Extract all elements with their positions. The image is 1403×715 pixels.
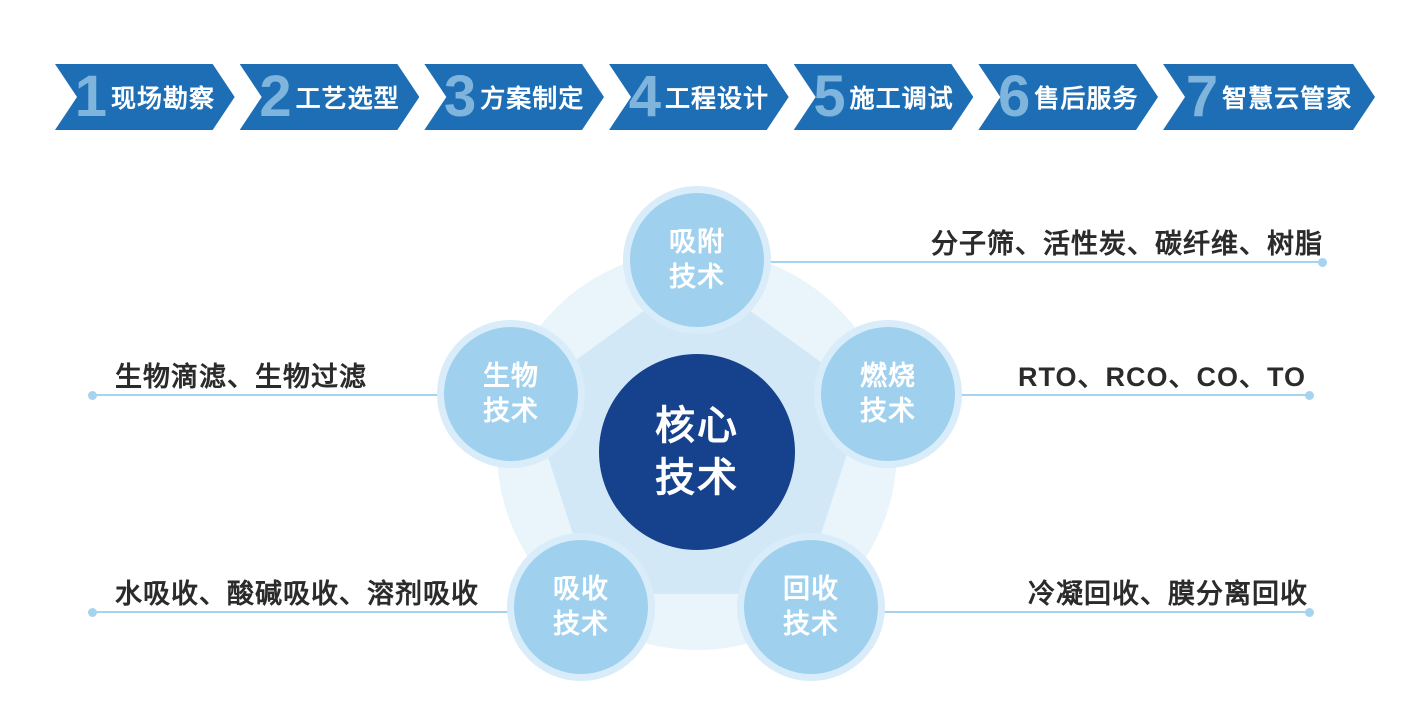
- step-number: 3: [444, 64, 477, 129]
- step-label: 工艺选型: [295, 85, 400, 113]
- detail-recovery: 冷凝回收、膜分离回收: [1028, 579, 1308, 609]
- circle-bio-tech: 生物 技术: [444, 327, 578, 461]
- detail-adsorption: 分子筛、活性炭、碳纤维、树脂: [931, 229, 1323, 259]
- detail-combustion: RTO、RCO、CO、TO: [1017, 362, 1306, 392]
- line-end-dot: [1318, 258, 1327, 267]
- process-step-6: 6 售后服务: [978, 64, 1158, 130]
- circle-adsorption-tech: 吸附 技术: [630, 193, 764, 327]
- line-end-dot: [88, 608, 97, 617]
- process-step-2: 2 工艺选型: [240, 64, 420, 130]
- process-step-1: 1 现场勘察: [55, 64, 235, 130]
- step-label: 施工调试: [849, 85, 954, 113]
- step-label: 智慧云管家: [1222, 85, 1353, 113]
- detail-bio: 生物滴滤、生物过滤: [115, 362, 367, 392]
- process-step-5: 5 施工调试: [794, 64, 974, 130]
- circle-absorption-tech: 吸收 技术: [514, 540, 648, 674]
- circle-combustion-tech: 燃烧 技术: [821, 327, 955, 461]
- connector-line-bio: [92, 394, 447, 396]
- circle-recovery-tech: 回收 技术: [744, 540, 878, 674]
- step-number: 2: [259, 64, 292, 129]
- line-end-dot: [1305, 391, 1314, 400]
- step-label: 工程设计: [664, 85, 769, 113]
- step-number: 1: [74, 64, 107, 129]
- process-step-3: 3 方案制定: [424, 64, 604, 130]
- step-label: 现场勘察: [110, 85, 215, 113]
- step-number: 4: [628, 64, 661, 129]
- step-label: 售后服务: [1034, 85, 1139, 113]
- process-step-7: 7 智慧云管家: [1163, 64, 1375, 130]
- step-label: 方案制定: [480, 85, 585, 113]
- connector-line-absorption: [92, 611, 513, 613]
- detail-absorption: 水吸收、酸碱吸收、溶剂吸收: [115, 579, 479, 609]
- step-number: 7: [1185, 64, 1219, 129]
- connector-line-combustion: [950, 394, 1310, 396]
- line-end-dot: [88, 391, 97, 400]
- process-banner: 1 现场勘察 2 工艺选型 3 方案制定 4 工程设计 5 施工调试 6 售后服…: [55, 64, 1375, 130]
- step-number: 5: [813, 64, 846, 129]
- line-end-dot: [1305, 608, 1314, 617]
- connector-line-recovery: [876, 611, 1310, 613]
- step-number: 6: [998, 64, 1031, 129]
- connector-line-adsorption: [763, 261, 1323, 263]
- core-technology-circle: 核心 技术: [599, 354, 795, 550]
- process-step-4: 4 工程设计: [609, 64, 789, 130]
